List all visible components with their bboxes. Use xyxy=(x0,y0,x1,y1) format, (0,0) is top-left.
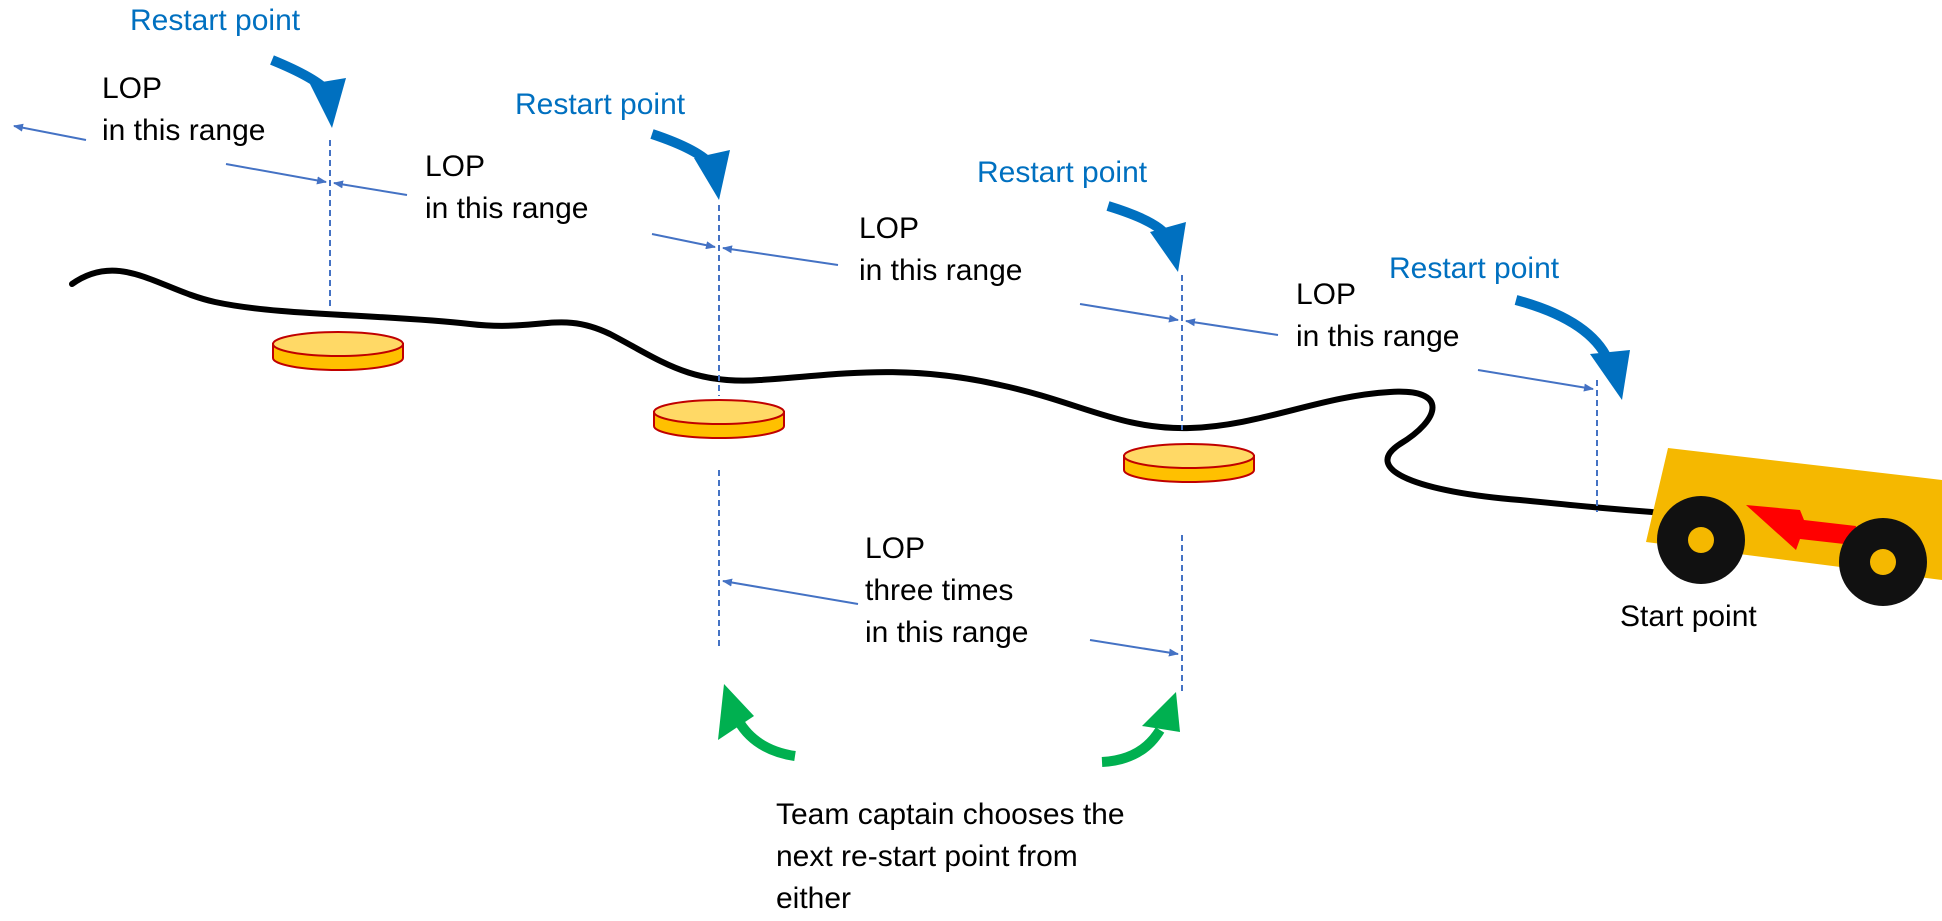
choice-arrow-right xyxy=(1101,692,1180,767)
lop-three-times-label: LOP three times in this range xyxy=(865,528,1028,654)
lop-range-label-4: LOP in this range xyxy=(1296,274,1459,358)
lop-text: LOP xyxy=(102,72,163,105)
restart-arrow-4 xyxy=(1514,295,1630,400)
range-text: in this range xyxy=(865,616,1029,649)
obstacle-3 xyxy=(1123,443,1255,483)
range-arrow-4-right xyxy=(1477,369,1594,392)
range-arrow-2-right xyxy=(651,233,716,250)
choice-arrow-left xyxy=(718,684,796,761)
obstacle-1 xyxy=(272,331,404,371)
lop-text: LOP xyxy=(1296,278,1357,311)
range-arrow-2-left xyxy=(722,245,839,266)
range-arrow-3-left xyxy=(1185,318,1279,336)
obstacle-2 xyxy=(653,399,785,439)
range-text: in this range xyxy=(1296,320,1460,353)
robot xyxy=(1646,448,1942,606)
track-line xyxy=(69,267,1683,517)
lop-range-label-1: LOP in this range xyxy=(102,68,265,152)
restart-label-2: Restart point xyxy=(515,88,686,121)
range-arrow-1-right xyxy=(225,163,327,185)
lop-text: LOP xyxy=(865,532,926,565)
range-arrow-three-left xyxy=(722,578,859,605)
lop-range-label-3: LOP in this range xyxy=(859,208,1022,292)
captain-note-line-1: Team captain chooses the xyxy=(776,798,1125,831)
restart-arrow-2 xyxy=(650,129,730,200)
restart-arrow-3 xyxy=(1106,201,1186,272)
restart-label-3: Restart point xyxy=(977,156,1148,189)
lop-text: LOP xyxy=(425,150,486,183)
range-arrow-three-right xyxy=(1089,639,1179,657)
range-text: in this range xyxy=(425,192,589,225)
range-text: in this range xyxy=(859,254,1023,287)
restart-arrow-1 xyxy=(270,55,346,128)
captain-note-line-2: next re-start point from xyxy=(776,840,1078,873)
three-times-text: three times xyxy=(865,574,1014,607)
captain-note: Team captain chooses the next re-start p… xyxy=(776,794,1125,920)
restart-label-1: Restart point xyxy=(130,4,301,37)
restart-label-4: Restart point xyxy=(1389,252,1560,285)
lop-text: LOP xyxy=(859,212,920,245)
lop-range-label-2: LOP in this range xyxy=(425,146,588,230)
range-arrow-0-left xyxy=(13,123,87,141)
range-text: in this range xyxy=(102,114,266,147)
range-arrow-1-left xyxy=(333,180,408,196)
range-arrow-3-right xyxy=(1079,303,1179,323)
captain-note-line-3: either xyxy=(776,882,852,915)
start-point-label: Start point xyxy=(1620,600,1757,633)
